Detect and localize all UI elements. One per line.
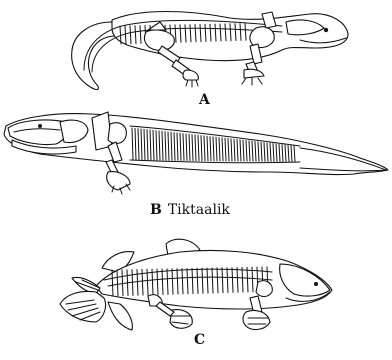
- specimen-c: [60, 239, 332, 330]
- specimen-a-front-toes: [242, 78, 262, 85]
- specimen-c-eye: [314, 282, 318, 286]
- specimen-a: [72, 12, 348, 90]
- specimen-b: [4, 112, 388, 194]
- specimen-c-pectoral-girdle: [256, 281, 272, 297]
- specimen-b-scapulocoracoid: [108, 123, 126, 144]
- specimen-c-pectoral-fin: [243, 310, 270, 329]
- specimen-a-front-foot: [244, 69, 264, 78]
- label-b-letter: B: [150, 202, 162, 218]
- label-a: A: [199, 92, 210, 108]
- specimen-b-fin-rays: [107, 172, 130, 190]
- specimen-a-hind-toes: [186, 80, 198, 87]
- specimen-b-eye: [38, 124, 42, 128]
- specimen-a-shoulder-girdle: [250, 27, 274, 48]
- specimen-a-hind-foot: [183, 70, 198, 80]
- label-b: B Tiktaalik: [150, 202, 230, 218]
- specimen-a-eye: [324, 28, 328, 32]
- specimen-a-pelvis: [144, 30, 174, 50]
- label-b-name: Tiktaalik: [168, 202, 230, 218]
- label-c: C: [194, 332, 205, 348]
- specimen-a-tail: [72, 22, 116, 90]
- specimen-c-caudal-fin-lower: [108, 302, 132, 330]
